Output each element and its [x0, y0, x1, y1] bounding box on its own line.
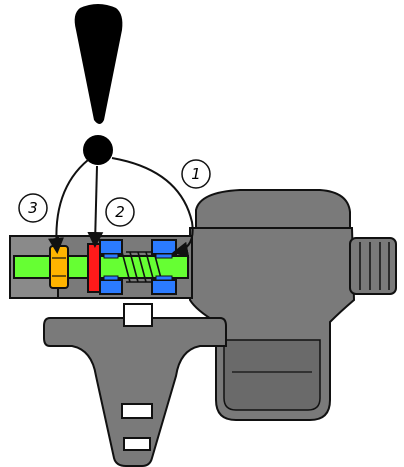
- callout-3: 3: [18, 193, 48, 223]
- side-port-knob: [349, 237, 397, 295]
- callout-1-label: 1: [191, 165, 201, 183]
- regulator-first-stage: [189, 189, 397, 421]
- callout-arrows: [48, 157, 194, 258]
- blue-fitting-left: [99, 239, 123, 295]
- yoke-slot-upper: [123, 303, 153, 327]
- blue-fitting-right: [151, 239, 177, 295]
- yellow-nut: [49, 245, 69, 289]
- regulator-cap: [195, 189, 351, 231]
- yoke-slot-lower: [121, 403, 153, 419]
- callout-2: 2: [105, 197, 135, 227]
- yoke-slot-bottom: [123, 437, 151, 451]
- hose-fitting-assembly: [9, 235, 193, 299]
- arrow-1: [111, 157, 194, 258]
- arrow-3: [48, 159, 89, 254]
- yoke-clamp: [43, 303, 227, 467]
- callout-3-label: 3: [28, 199, 38, 217]
- red-o-ring: [87, 243, 101, 293]
- callout-1: 1: [181, 159, 211, 189]
- exclamation-mark-icon: [74, 4, 123, 165]
- regulator-lower-panel: [223, 339, 321, 411]
- arrow-2: [87, 165, 104, 248]
- callout-2-label: 2: [115, 203, 125, 221]
